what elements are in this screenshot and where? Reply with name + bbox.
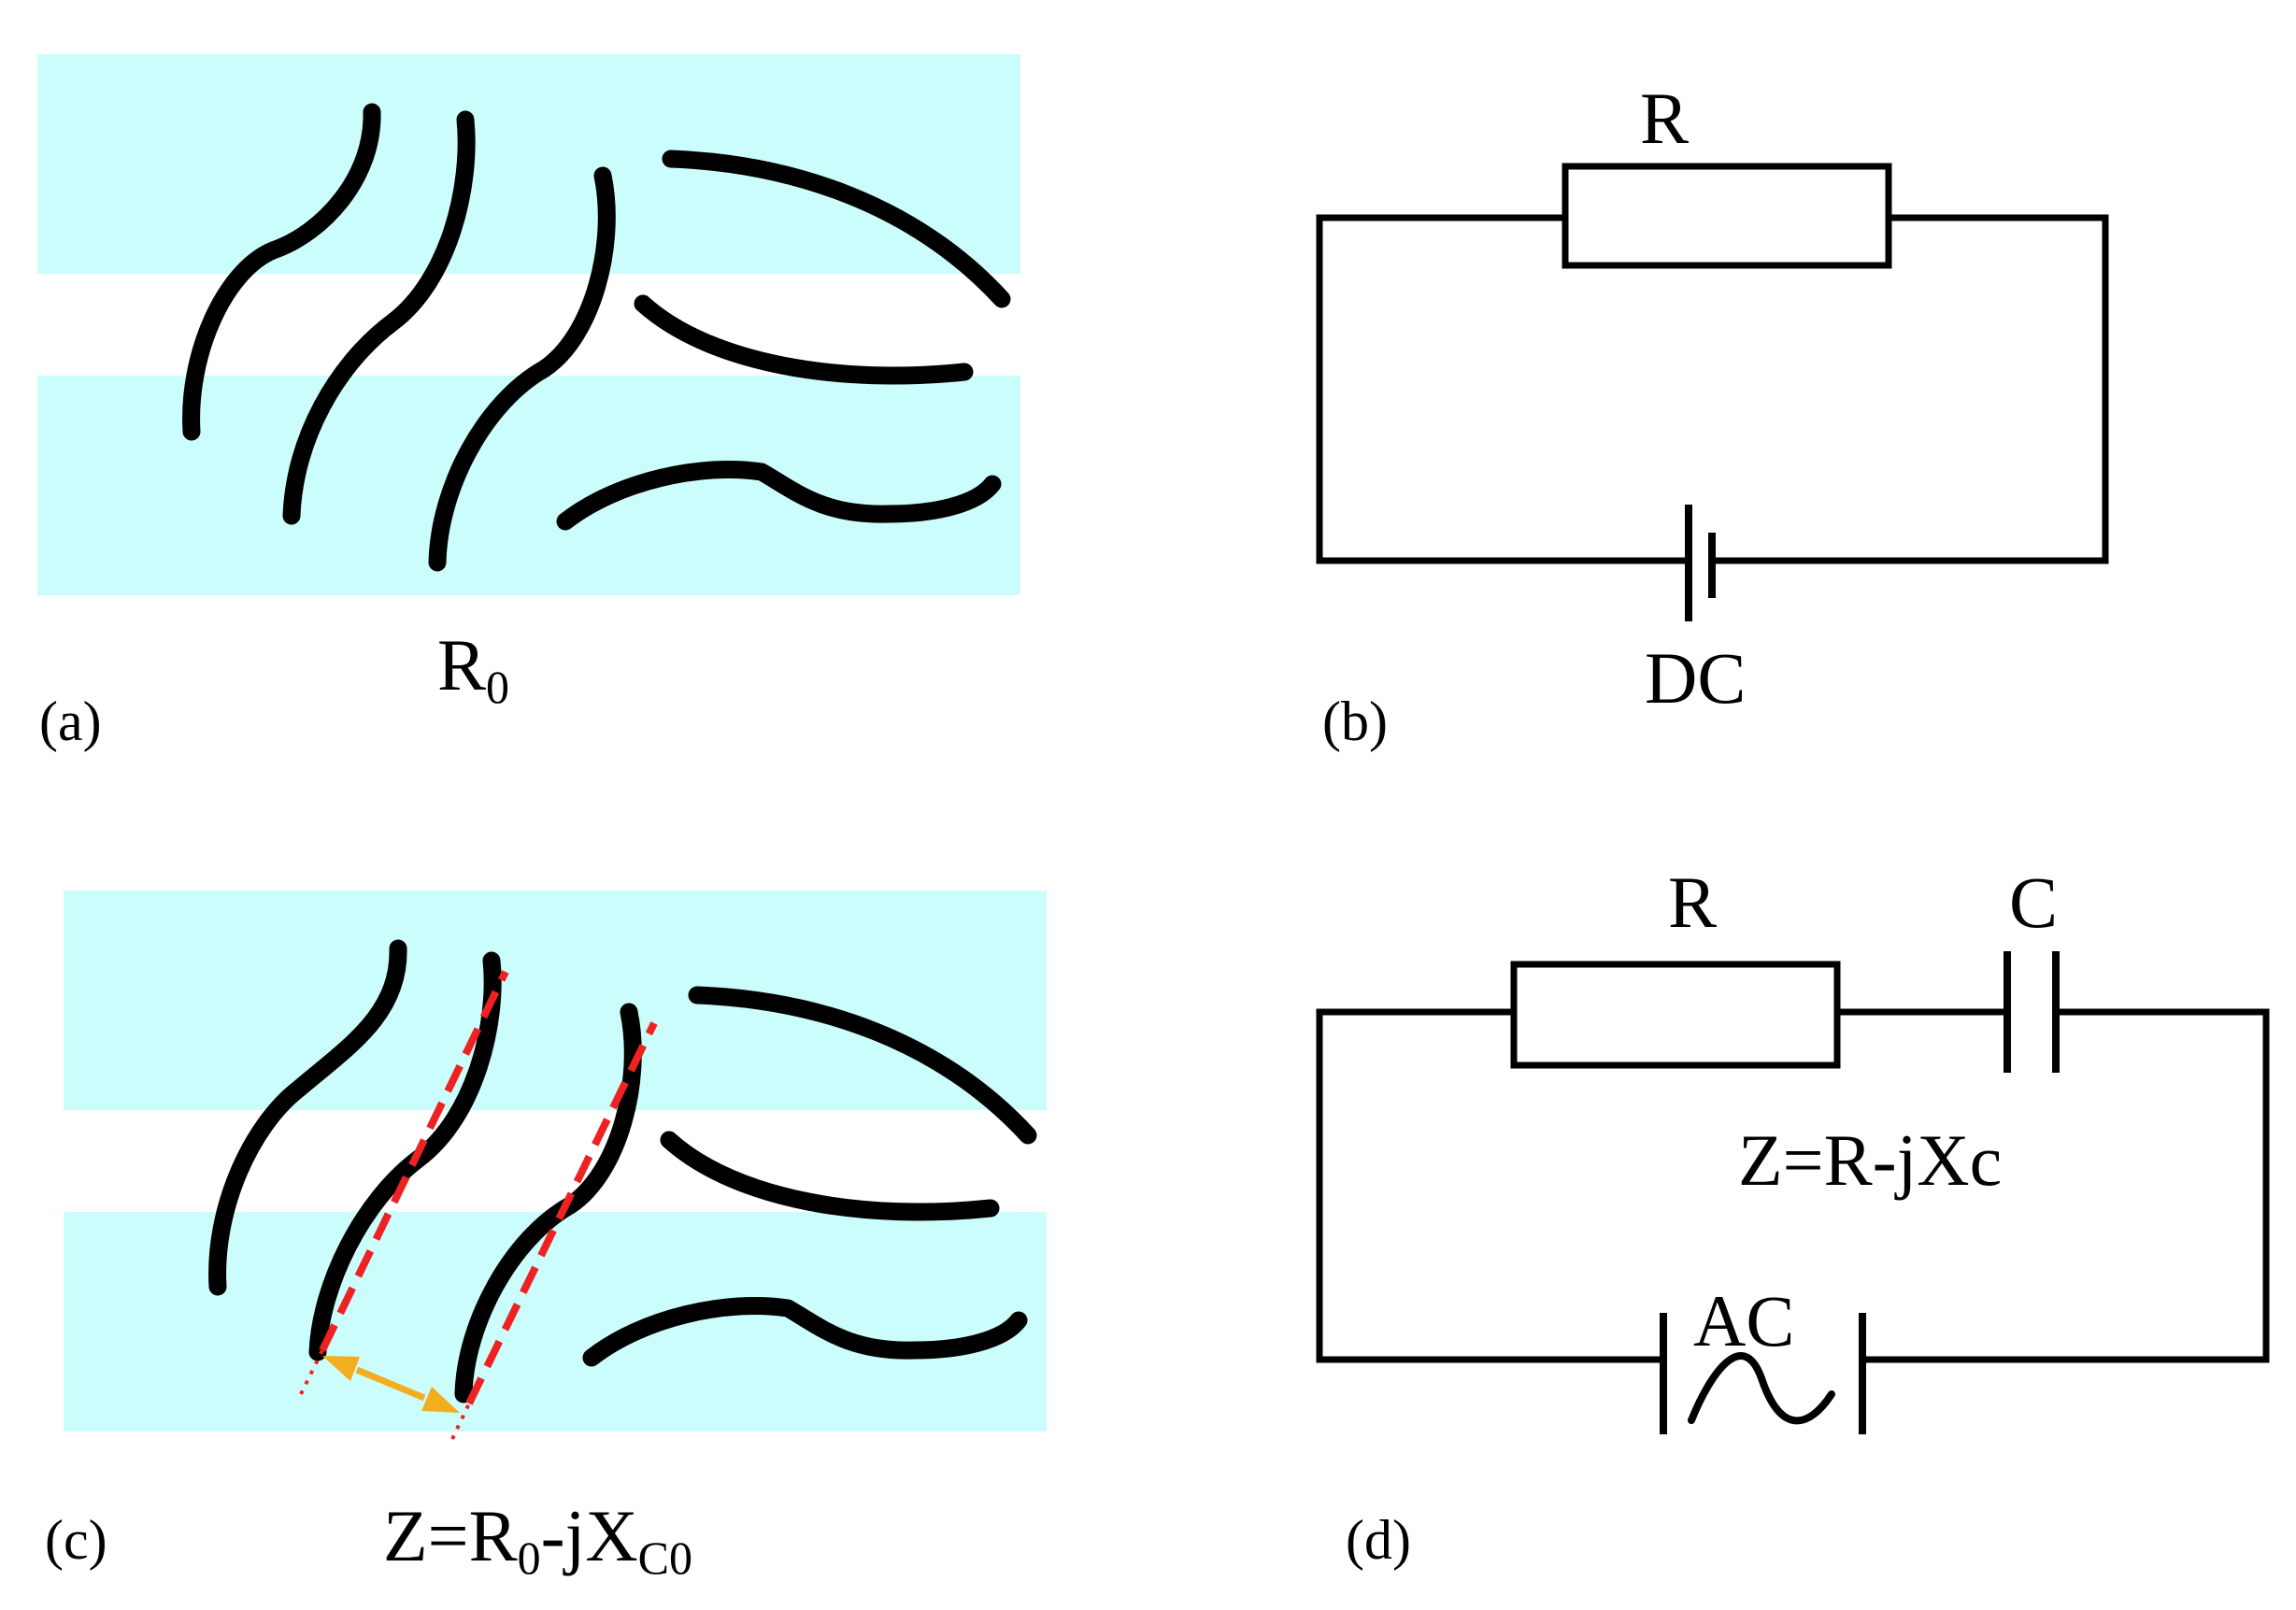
panel-d: R C Z=R-jXc AC (d) bbox=[1316, 862, 2270, 1571]
panel-a-resistance-label: R0 bbox=[437, 624, 509, 713]
panel-c-impedance-label: Z=R0-jXC0 bbox=[383, 1495, 692, 1584]
gap-arrow-head-right bbox=[421, 1387, 460, 1413]
panel-d-source-label: AC bbox=[1693, 1280, 1794, 1361]
impedance-z-text: Z=R bbox=[383, 1495, 518, 1576]
panel-c-label: (c) bbox=[45, 1509, 107, 1571]
panel-a-label: (a) bbox=[39, 691, 102, 752]
panel-b: R DC (b) bbox=[1316, 78, 2109, 752]
panel-b-label: (b) bbox=[1322, 691, 1388, 752]
panel-c-band-top bbox=[64, 890, 1047, 1110]
fiber bbox=[582, 1296, 1028, 1367]
panel-c-gap-arrow bbox=[322, 1356, 460, 1413]
guide-line bbox=[465, 1021, 658, 1405]
panel-d-resistor bbox=[1510, 961, 1841, 1069]
fiber bbox=[454, 1003, 642, 1403]
panel-d-resistor-label: R bbox=[1668, 862, 1717, 943]
gap-arrow-shaft bbox=[355, 1366, 426, 1402]
panel-a: R0 (a) bbox=[37, 54, 1020, 752]
fiber bbox=[182, 103, 381, 441]
guide-line-tail bbox=[299, 1349, 324, 1395]
resistance-subscript-text: 0 bbox=[486, 661, 509, 713]
fiber bbox=[660, 1131, 1000, 1221]
fiber bbox=[556, 460, 1002, 531]
panel-a-band-top bbox=[37, 54, 1020, 274]
impedance-subscript-0: 0 bbox=[518, 1532, 541, 1584]
panel-c: Z=R0-jXC0 (c) bbox=[45, 890, 1047, 1584]
fiber bbox=[282, 110, 476, 525]
gap-arrow-head-left bbox=[322, 1356, 360, 1381]
panel-b-resistor-label: R bbox=[1640, 78, 1689, 159]
panel-b-source-label: DC bbox=[1645, 637, 1746, 719]
panel-a-fibers bbox=[182, 103, 1011, 572]
fiber bbox=[634, 294, 974, 385]
impedance-subscript-c0: C0 bbox=[638, 1532, 692, 1584]
panel-b-resistor bbox=[1562, 163, 1892, 269]
panel-d-impedance-label: Z=R-jXc bbox=[1738, 1119, 2002, 1201]
resistance-main-text: R bbox=[437, 624, 486, 705]
panel-d-capacitor-label: C bbox=[2009, 862, 2058, 943]
panel-a-band-bottom bbox=[37, 376, 1020, 595]
sine-wave-icon bbox=[1688, 1352, 1835, 1425]
fiber bbox=[688, 986, 1037, 1145]
panel-d-label: (d) bbox=[1346, 1509, 1411, 1571]
fiber bbox=[208, 939, 407, 1296]
fiber bbox=[428, 166, 616, 572]
panel-b-circuit-wire bbox=[1316, 214, 2109, 564]
guide-line bbox=[319, 970, 509, 1352]
panel-c-conduction-guides bbox=[299, 970, 658, 1440]
impedance-mid-text: -jX bbox=[541, 1495, 638, 1576]
fiber bbox=[662, 150, 1011, 308]
